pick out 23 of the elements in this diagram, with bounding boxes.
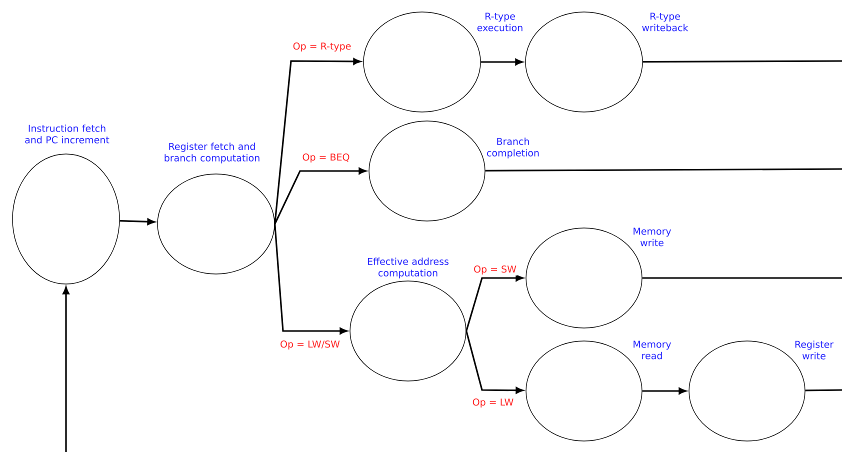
state-label: Effective address computation (368, 258, 449, 278)
arrow (480, 58, 523, 66)
state-label: Register write (795, 340, 834, 360)
state-label: R-type writeback (642, 12, 688, 32)
edge-label: Op = R-type (292, 41, 352, 53)
state-label: Instruction fetch and PC increment (25, 124, 110, 144)
state-label: Branch completion (487, 138, 539, 158)
state-label: R-type execution (477, 12, 522, 32)
arrow (274, 168, 366, 224)
edge-label: Op = LW/SW (279, 340, 341, 351)
edge-label: Op = LW (471, 398, 515, 409)
edge-label: Op = BEQ (301, 152, 351, 164)
arrow (62, 286, 70, 452)
arrow (274, 224, 348, 334)
arrow (120, 218, 155, 226)
arrow (274, 58, 361, 224)
arrow (466, 274, 524, 332)
state-label: Register fetch and branch computation (164, 142, 260, 164)
state-label: Memory write (634, 228, 672, 246)
state-label: Memory read (634, 340, 672, 360)
arrow (466, 330, 524, 394)
edge-label: Op = SW (472, 264, 518, 276)
arrow (642, 388, 686, 394)
